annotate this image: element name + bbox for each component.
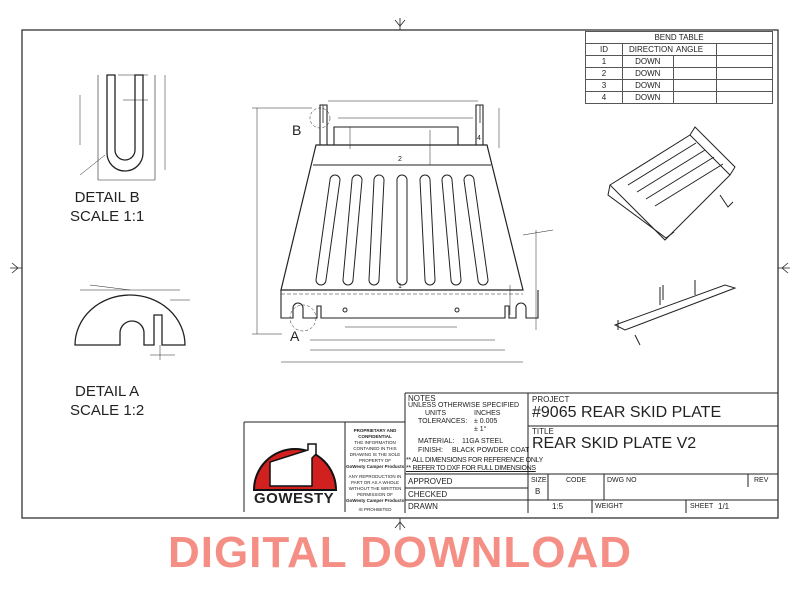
- code-label: CODE: [566, 477, 587, 484]
- drawn-label: DRAWN: [408, 502, 438, 511]
- col-header: ANGLE: [673, 43, 717, 56]
- sheet-label: SHEET: [690, 503, 714, 510]
- logo-text: GOWESTY: [254, 490, 335, 507]
- notice-line: IS PROHIBITED: [358, 507, 392, 512]
- center-marks: [10, 18, 790, 530]
- detail-a-title: DETAIL A: [75, 383, 140, 400]
- scale-value: 1:5: [552, 502, 564, 511]
- project-value: #9065 REAR SKID PLATE: [532, 404, 722, 421]
- gowesty-logo: [252, 443, 338, 491]
- callout-b: B: [292, 122, 302, 138]
- digital-download-banner: DIGITAL DOWNLOAD: [167, 528, 633, 577]
- notice-line: CONTAINED IN THIS: [353, 446, 397, 451]
- notes-sub: UNLESS OTHERWISE SPECIFIED: [408, 402, 520, 409]
- detail-b-label: DETAIL B SCALE 1:1: [70, 188, 144, 226]
- detail-a-scale: SCALE 1:2: [70, 402, 145, 419]
- units-value: INCHES: [474, 410, 501, 417]
- finish-value: BLACK POWDER COAT: [452, 447, 530, 454]
- col-header: DIRECTION: [622, 43, 673, 56]
- rev-label: REV: [754, 477, 769, 484]
- notice-line: THE INFORMATION: [354, 440, 396, 445]
- size-value: B: [535, 487, 541, 496]
- row-id: 4: [585, 91, 623, 104]
- title-label: TITLE: [532, 427, 554, 436]
- notes-label: NOTES: [408, 394, 436, 403]
- dwg-no-label: DWG NO: [607, 477, 637, 484]
- notice-line: DRAWING IS THE SOLE: [349, 452, 401, 457]
- callout-a: A: [290, 328, 300, 344]
- note-reference: ** ALL DIMENSIONS FOR REFERENCE ONLY: [406, 457, 544, 464]
- notice-line: GoWesty Camper Products: [346, 464, 405, 469]
- isometric-view-bottom: [613, 280, 737, 346]
- detail-b-view: [79, 74, 166, 181]
- detail-b-scale: SCALE 1:1: [70, 208, 145, 225]
- size-label: SIZE: [531, 477, 547, 484]
- detail-a-view: [74, 284, 190, 360]
- notice-line: CONFIDENTIAL: [358, 434, 392, 439]
- notice-line: ANY REPRODUCTION IN: [348, 474, 402, 479]
- approved-label: APPROVED: [408, 477, 453, 486]
- title-block-lines: [243, 392, 778, 513]
- notice-line: PERMISSION OF: [357, 492, 393, 497]
- checked-label: CHECKED: [408, 490, 448, 499]
- row-direction: DOWN: [622, 55, 674, 68]
- bend-label: 4: [477, 135, 481, 142]
- notice-line: PART OR AS A WHOLE: [350, 480, 400, 485]
- material-label: MATERIAL:: [418, 438, 455, 445]
- row-id: 3: [585, 79, 623, 92]
- row-id: 1: [585, 55, 623, 68]
- material-value: 11GA STEEL: [462, 438, 504, 445]
- title-value: REAR SKID PLATE V2: [532, 435, 697, 452]
- dimension-lines: [252, 100, 554, 363]
- project-label: PROJECT: [532, 395, 570, 404]
- weight-label: WEIGHT: [595, 503, 623, 510]
- tol-angle: ± 1°: [474, 426, 487, 433]
- isometric-view-top: [607, 126, 736, 241]
- note-dxf: ** REFER TO DXF FOR FULL DIMENSIONS: [406, 465, 536, 472]
- proprietary-notice: PROPRIETARY AND CONFIDENTIAL THE INFORMA…: [346, 428, 404, 513]
- row-direction: DOWN: [622, 91, 674, 104]
- detail-b-title: DETAIL B: [74, 189, 140, 206]
- detail-a-label: DETAIL A SCALE 1:2: [70, 382, 144, 420]
- bend-label: 1: [398, 283, 402, 290]
- units-label: UNITS: [425, 410, 446, 417]
- tol-linear: ± 0.005: [474, 418, 498, 425]
- main-plate-view: [252, 100, 554, 363]
- finish-label: FINISH:: [418, 447, 443, 454]
- sheet-value: 1/1: [718, 502, 730, 511]
- bend-label: 2: [398, 156, 402, 163]
- notice-line: GoWesty Camper Products: [346, 498, 405, 503]
- bend-table-title: BEND TABLE: [585, 31, 773, 44]
- col-header: ID: [585, 43, 623, 56]
- row-id: 2: [585, 67, 623, 80]
- tolerances-label: TOLERANCES:: [418, 418, 468, 425]
- notice-line: PROPRIETARY AND: [353, 428, 397, 433]
- notice-line: WITHOUT THE WRITTEN: [348, 486, 402, 491]
- notice-line: PROPERTY OF: [358, 458, 392, 463]
- row-direction: DOWN: [622, 79, 674, 92]
- plate-slots: [315, 174, 489, 286]
- row-direction: DOWN: [622, 67, 674, 80]
